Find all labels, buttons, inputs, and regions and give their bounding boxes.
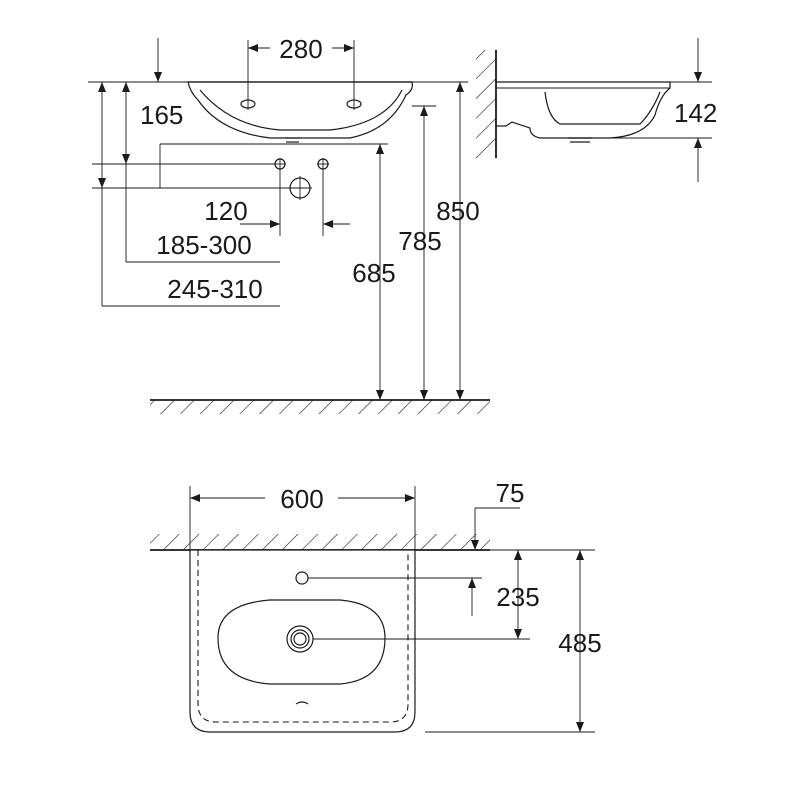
dim-supply-range-label: 185-300 [156,230,251,260]
dim-width-label: 600 [280,484,323,514]
dim-waste-spacing: 120 [204,170,350,236]
dim-rim-low: 785 [398,106,442,400]
dim-basin-height: 142 [592,38,717,182]
dim-drain-range-label: 245-310 [167,274,262,304]
wall-hatch-side [476,50,497,158]
floor-hatch [150,399,490,414]
basin-side-outline [496,81,671,143]
dim-waste-spacing-label: 120 [204,196,247,226]
dim-drain-offset: 235 [308,550,540,640]
plan-view: 600 75 235 485 [150,478,602,733]
dim-width: 600 [189,484,416,550]
dim-tap-spacing: 280 [247,34,355,100]
wall-hatch-plan [150,534,490,551]
dim-supply-vertical [125,164,280,263]
dim-rim-top-arrow [154,38,162,82]
dim-depth-label: 485 [558,628,601,658]
dim-drain-height: 685 [352,144,396,400]
dim-rim-height: 850 [436,82,480,400]
dim-tap-spacing-label: 280 [279,34,322,64]
dim-rim-height-label: 850 [436,196,479,226]
basin-front-outline [187,81,413,143]
dim-tap-height: 165 [122,82,183,164]
overflow-plan [295,701,309,705]
dim-wall-offset-label: 75 [496,478,525,508]
dim-drain-height-label: 685 [352,258,395,288]
dim-wall-offset: 75 [471,478,524,550]
dim-drain-offset-label: 235 [496,582,539,612]
basin-plan-outline [189,549,416,733]
dim-depth: 485 [425,549,602,733]
dim-basin-height-label: 142 [674,98,717,128]
drain-connector [288,176,312,200]
dim-rim-low-label: 785 [398,226,441,256]
front-elevation-view: 280 165 [88,34,490,414]
supply-connector-left [274,158,286,170]
dim-drain-vertical [98,82,280,307]
dim-tap-height-label: 165 [140,100,183,130]
side-profile-view: 142 [476,38,717,182]
supply-connector-right [317,158,329,170]
